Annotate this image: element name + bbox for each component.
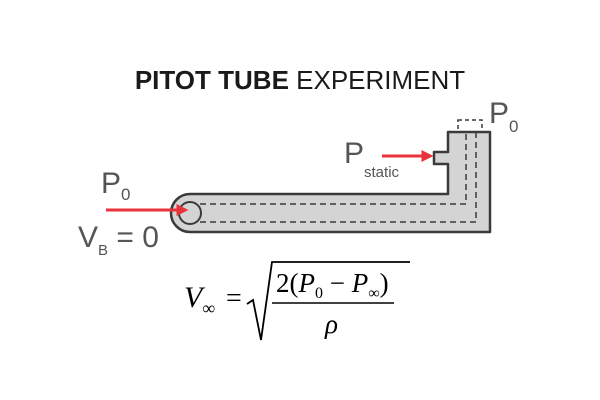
formula-denominator: ρ: [324, 309, 338, 339]
formula-sqrt-sign: [246, 261, 410, 341]
outlet-dashed-cap: [457, 119, 483, 133]
inner-passage-dashed-line-lower: [190, 132, 477, 223]
formula-lhs: V∞: [184, 281, 215, 318]
pitot-tube-body: [169, 130, 492, 234]
label-p0-outlet-sub: 0: [509, 117, 518, 136]
title-regular: EXPERIMENT: [289, 65, 465, 95]
label-p-static-sub: static: [364, 164, 400, 181]
label-p-static: Pstatic: [344, 137, 400, 181]
formula-num-pinf: P: [351, 268, 369, 298]
label-p0-inlet: P0: [101, 167, 130, 204]
formula-lhs-v: V: [184, 281, 206, 314]
formula-num-p0: P: [298, 268, 316, 298]
label-vb-sub: B: [98, 242, 108, 259]
title-bold: PITOT TUBE: [135, 65, 289, 95]
formula-numerator: 2(P0 − P∞): [276, 268, 389, 302]
formula-num-p0-sub: 0: [315, 285, 323, 302]
formula-num-minus: −: [323, 268, 352, 298]
formula-num-suffix: ): [380, 268, 389, 298]
label-p0-outlet: P0: [489, 97, 518, 136]
label-vb: VB = 0: [78, 221, 159, 259]
formula-lhs-sub: ∞: [202, 298, 215, 318]
inner-passage-dashed-line: [190, 132, 467, 205]
label-p0-inlet-sub: 0: [121, 185, 130, 204]
inlet-opening: [178, 201, 202, 225]
formula-equals: =: [226, 283, 242, 314]
formula-num-pinf-sub: ∞: [368, 285, 379, 302]
label-p-static-main: P: [344, 137, 364, 170]
formula-num-prefix: 2(: [276, 268, 299, 298]
diagram-title: PITOT TUBE EXPERIMENT: [135, 65, 465, 95]
label-p0-outlet-main: P: [489, 97, 509, 130]
label-p0-inlet-main: P: [101, 167, 121, 200]
label-vb-main: V: [78, 221, 98, 254]
label-vb-rest: = 0: [108, 221, 159, 254]
bernoulli-formula: V∞ = 2(P0 − P∞) ρ: [184, 261, 410, 341]
